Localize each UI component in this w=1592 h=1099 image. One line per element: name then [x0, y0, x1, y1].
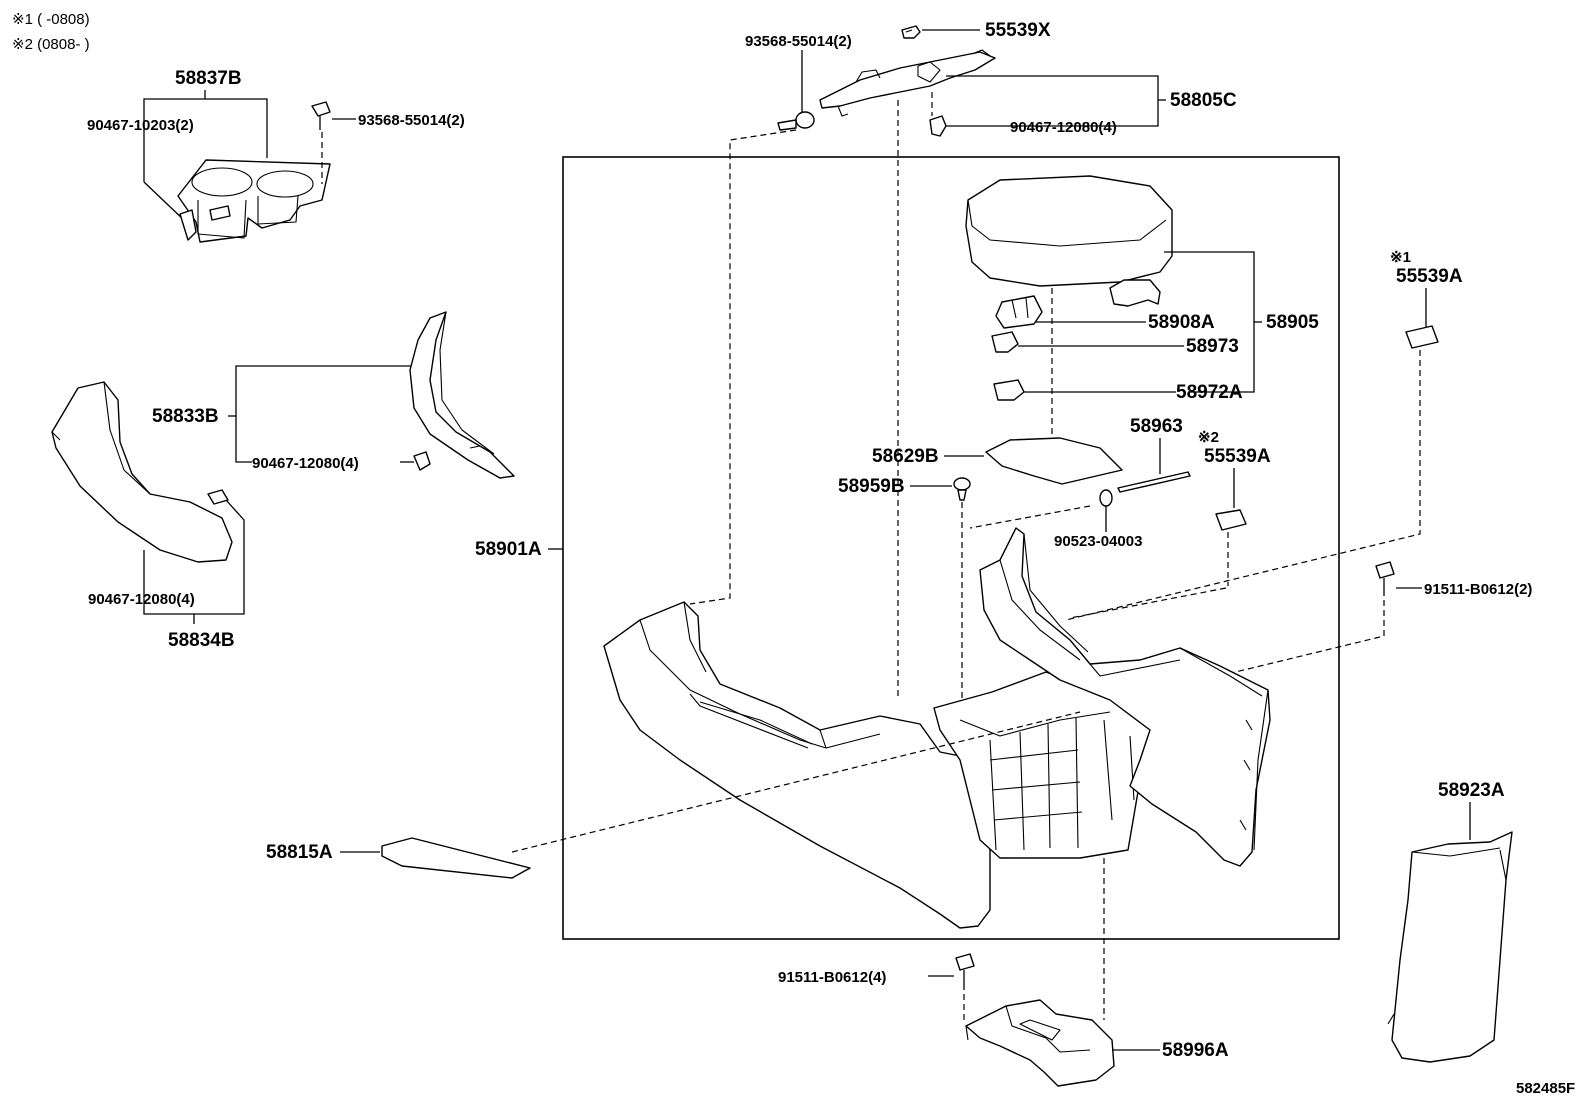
bracket-58996a-drawing: [965, 999, 1115, 1087]
label-91511-bottom: 91511-B0612(4): [778, 969, 886, 986]
lower-trim-58834b-drawing: [51, 381, 233, 563]
label-58996a: 58996A: [1162, 1040, 1229, 1061]
clip-90467-mid-drawing: [413, 451, 431, 471]
label-58972a: 58972A: [1176, 382, 1243, 403]
hinge-58908a-drawing: [995, 295, 1043, 329]
note-2: ※2 (0808- ): [12, 36, 90, 53]
label-58908a: 58908A: [1148, 312, 1215, 333]
label-58973: 58973: [1186, 336, 1239, 357]
label-90467-mid: 90467-12080(4): [252, 455, 359, 472]
label-58959b: 58959B: [838, 476, 905, 497]
console-assembly-frame: [562, 156, 1340, 940]
label-90467-top: 90467-12080(4): [1010, 119, 1117, 136]
side-trim-58833b-drawing: [409, 311, 515, 479]
label-93568-top: 93568-55014(2): [745, 33, 852, 50]
label-55539a-2: 55539A: [1204, 446, 1271, 467]
mark-2: ※2: [1198, 429, 1219, 446]
clip-90467-top-drawing: [929, 115, 947, 137]
label-58901a: 58901A: [475, 539, 542, 560]
label-58834b: 58834B: [168, 630, 235, 651]
note-1: ※1 ( -0808): [12, 11, 90, 28]
bolt-91511-right-drawing: [1375, 561, 1395, 596]
rod-58963-drawing: [1117, 471, 1191, 493]
label-55539x: 55539X: [985, 20, 1051, 41]
drawing-number: 582485F: [1516, 1080, 1575, 1097]
label-58923a: 58923A: [1438, 780, 1505, 801]
screw-93568-top-drawing: [777, 111, 815, 131]
label-58837b: 58837B: [175, 68, 242, 89]
upper-panel-58805c-drawing: [819, 49, 996, 117]
label-55539a-1: 55539A: [1396, 266, 1463, 287]
clip-55539a-2-drawing: [1215, 509, 1247, 531]
mark-1: ※1: [1390, 249, 1411, 266]
clip-58973-drawing: [991, 331, 1019, 353]
clip-55539x-drawing: [901, 25, 921, 39]
label-58963: 58963: [1130, 416, 1183, 437]
console-body-58901a-drawing: [603, 527, 1271, 929]
clip-58972a-drawing: [993, 379, 1025, 401]
label-58833b: 58833B: [152, 406, 219, 427]
label-91511-right: 91511-B0612(2): [1424, 581, 1532, 598]
armrest-lid-58905-drawing: [965, 175, 1173, 307]
bolt-91511-bottom-drawing: [955, 953, 975, 990]
pad-58629b-drawing: [985, 437, 1123, 485]
label-93568-left: 93568-55014(2): [358, 112, 465, 129]
clip-58959b-drawing: [953, 477, 971, 501]
label-58815a: 58815A: [266, 842, 333, 863]
pad-58815a-drawing: [381, 837, 531, 879]
cup-holder-58837b-drawing: [177, 159, 331, 243]
clip-55539a-1-drawing: [1405, 325, 1439, 349]
clip-90467-low-drawing: [207, 489, 229, 505]
label-58905: 58905: [1266, 312, 1319, 333]
label-90523: 90523-04003: [1054, 533, 1142, 550]
screw-93568-left-drawing: [311, 101, 331, 130]
label-58629b: 58629B: [872, 446, 939, 467]
label-58805c: 58805C: [1170, 90, 1237, 111]
label-90467-10203: 90467-10203(2): [87, 117, 194, 134]
label-90467-low: 90467-12080(4): [88, 591, 195, 608]
fastener-90523-drawing: [1099, 489, 1113, 507]
end-cover-58923a-drawing: [1387, 831, 1513, 1063]
